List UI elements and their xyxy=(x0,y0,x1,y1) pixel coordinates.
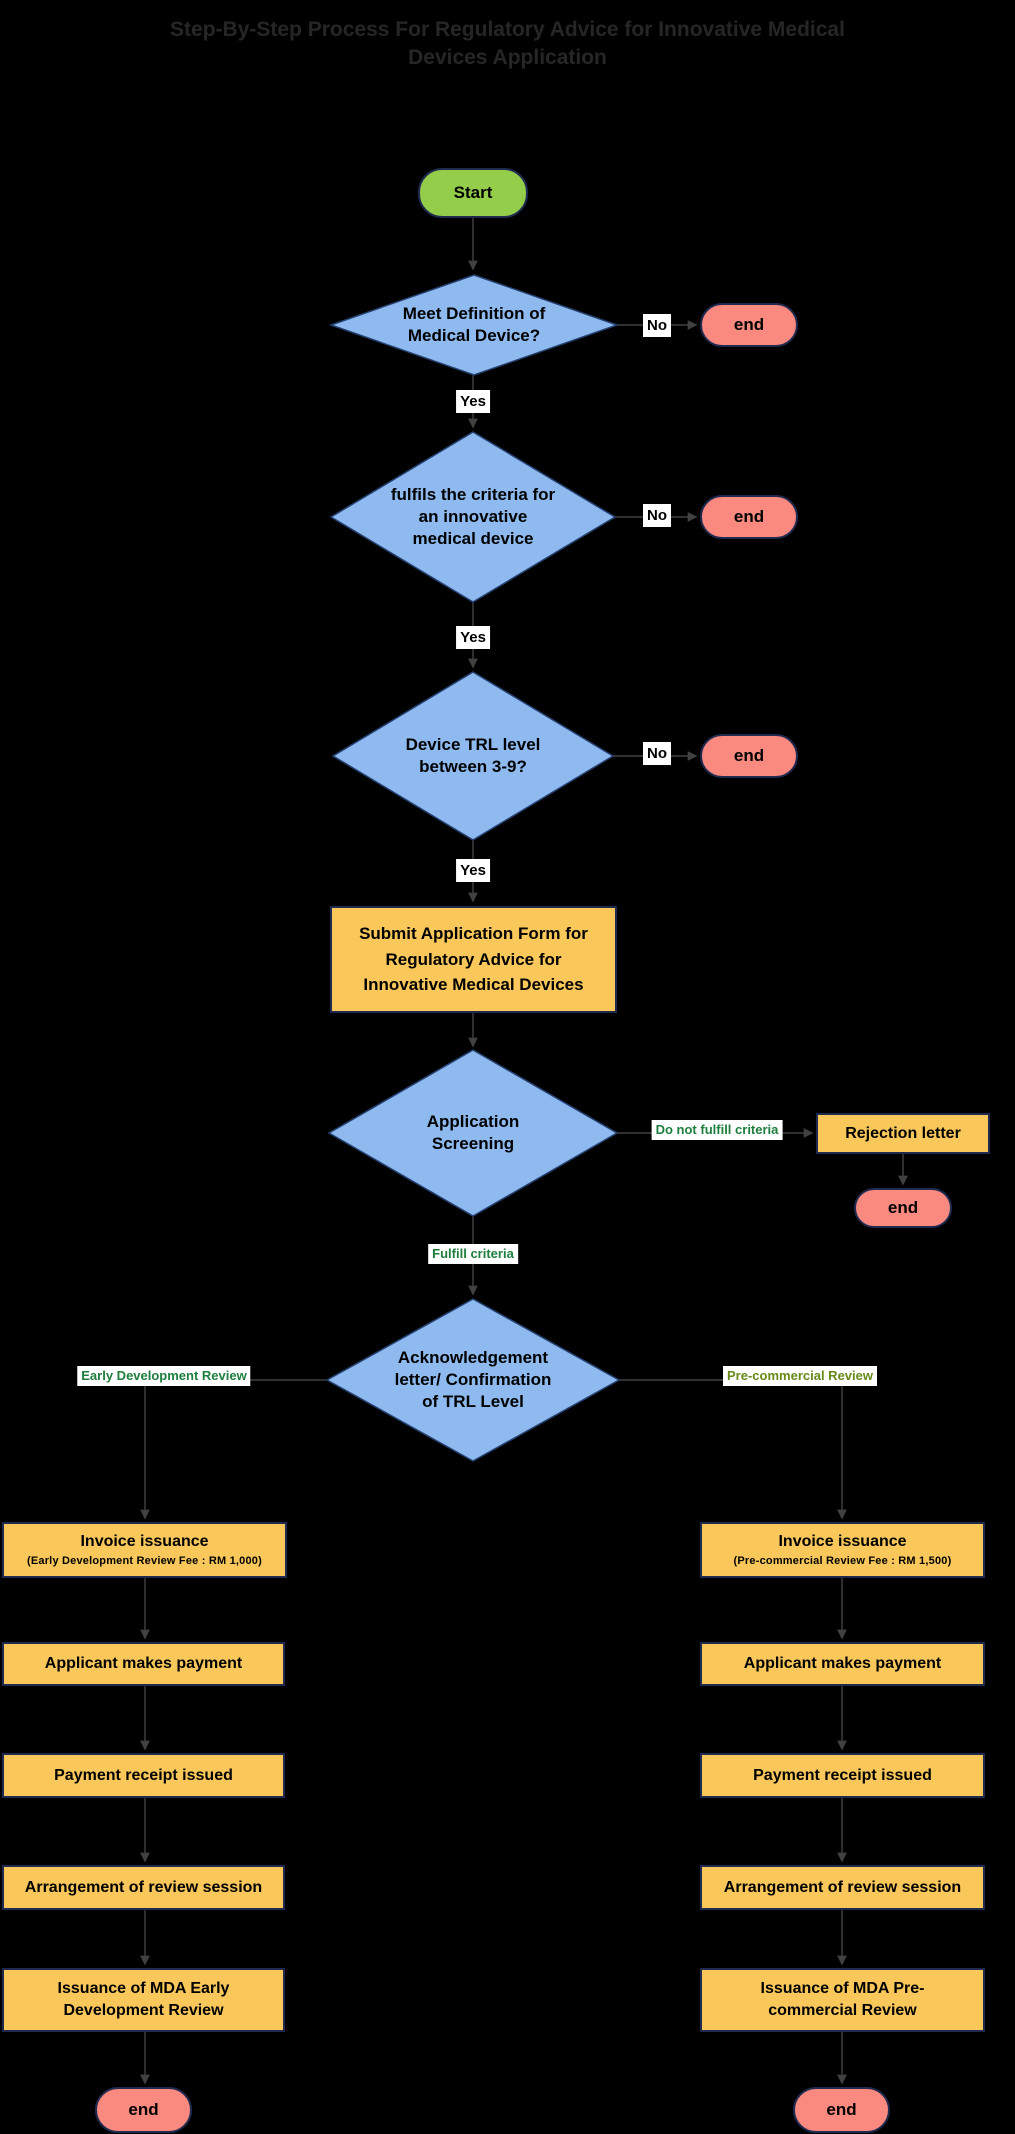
process-receipt-left: Payment receipt issued xyxy=(2,1753,285,1798)
edge-label-no-1: No xyxy=(643,314,671,337)
end-node-meet-definition: end xyxy=(700,303,798,347)
process-arrangement-left: Arrangement of review session xyxy=(2,1865,285,1910)
invoice-title: Invoice issuance xyxy=(778,1533,907,1551)
edge-label-no-3: No xyxy=(643,742,671,765)
end-node-right: end xyxy=(793,2087,890,2133)
edge-label-yes-1: Yes xyxy=(456,390,490,413)
edge-d5-left-branch xyxy=(140,1379,326,1520)
decision-application-screening: Application Screening xyxy=(426,1111,520,1153)
end-node-left: end xyxy=(95,2087,192,2133)
edge-label-pre-commercial-review: Pre-commercial Review xyxy=(723,1366,877,1387)
invoice-title: Invoice issuance xyxy=(80,1533,209,1551)
process-issuance-precommercial: Issuance of MDA Pre- commercial Review xyxy=(700,1968,985,2032)
edge-d5-right-branch xyxy=(619,1379,847,1520)
decision-application-screening-shape xyxy=(327,1049,619,1217)
invoice-fee: (Pre-commercial Review Fee : RM 1,500) xyxy=(733,1554,952,1567)
decision-shapes xyxy=(325,274,621,1462)
decision-trl-level-shape xyxy=(331,671,615,841)
decision-innovative-criteria: fulfils the criteria for an innovative m… xyxy=(390,484,556,549)
page-title: Step-By-Step Process For Regulatory Advi… xyxy=(170,18,845,70)
decision-acknowledgement: Acknowledgement letter/ Confirmation of … xyxy=(394,1347,552,1412)
process-rejection-letter: Rejection letter xyxy=(816,1113,990,1154)
invoice-fee: (Early Development Review Fee : RM 1,000… xyxy=(26,1554,262,1567)
process-invoice-precommercial: Invoice issuance (Pre-commercial Review … xyxy=(700,1522,985,1578)
process-payment-left: Applicant makes payment xyxy=(2,1642,285,1686)
edge-label-early-development-review: Early Development Review xyxy=(77,1366,251,1387)
process-receipt-right: Payment receipt issued xyxy=(700,1753,985,1798)
edge-label-no-2: No xyxy=(643,504,671,527)
end-node-rejection: end xyxy=(854,1188,952,1228)
decision-trl-level: Device TRL level between 3-9? xyxy=(405,734,541,776)
decision-meet-definition-shape xyxy=(328,274,620,376)
edge-label-yes-2: Yes xyxy=(456,626,490,649)
end-node-trl: end xyxy=(700,734,798,778)
decision-innovative-criteria-shape xyxy=(329,431,617,603)
edge-label-do-not-fulfill: Do not fulfill criteria xyxy=(651,1120,783,1141)
process-payment-right: Applicant makes payment xyxy=(700,1642,985,1686)
decision-meet-definition: Meet Definition of Medical Device? xyxy=(402,303,546,345)
decision-acknowledgement-shape xyxy=(325,1298,621,1462)
edge-label-yes-3: Yes xyxy=(456,859,490,882)
process-invoice-early: Invoice issuance (Early Development Revi… xyxy=(2,1522,287,1578)
end-node-innovative: end xyxy=(700,495,798,539)
process-submit-application: Submit Application Form for Regulatory A… xyxy=(330,906,617,1013)
process-issuance-early: Issuance of MDA Early Development Review xyxy=(2,1968,285,2032)
edge-label-fulfill: Fulfill criteria xyxy=(428,1244,518,1265)
process-arrangement-right: Arrangement of review session xyxy=(700,1865,985,1910)
start-node: Start xyxy=(418,168,528,218)
